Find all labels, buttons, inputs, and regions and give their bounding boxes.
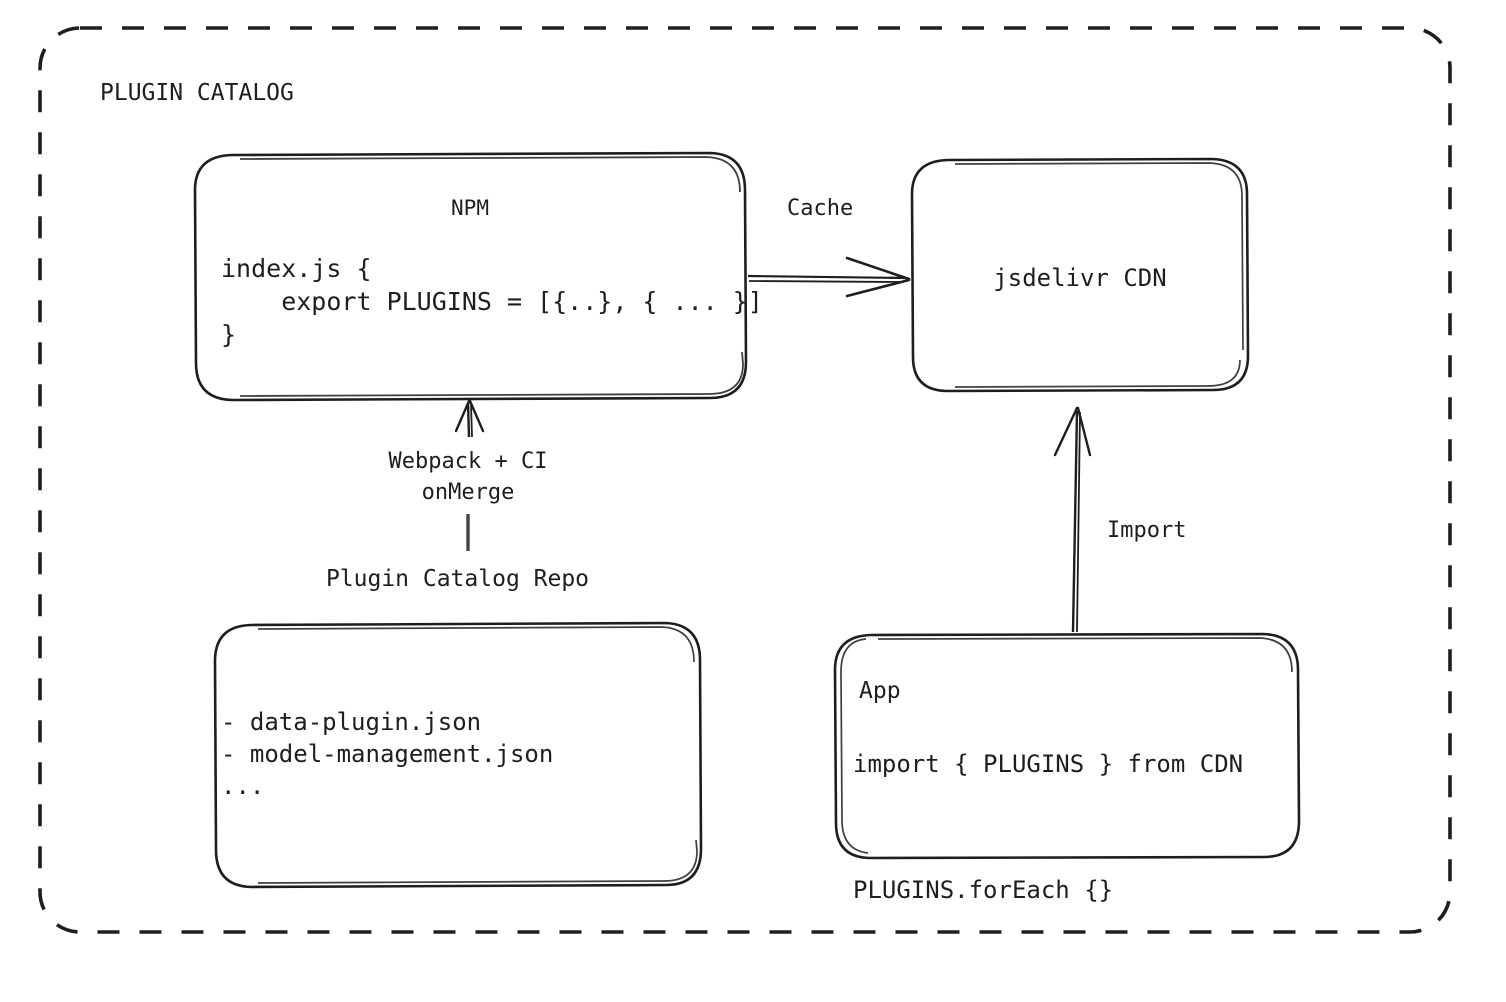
npm-box — [193, 151, 748, 402]
npm-box-code: index.js { export PLUGINS = [{..}, { ...… — [221, 254, 763, 349]
cdn-box-title: jsdelivr CDN — [993, 264, 1167, 292]
repo-box-files: - data-plugin.json - model-management.js… — [221, 708, 554, 800]
page-title: PLUGIN CATALOG — [100, 80, 294, 106]
app-box-code: import { PLUGINS } from CDN PLUGINS.forE… — [853, 750, 1244, 904]
npm-box-title: NPM — [451, 196, 489, 220]
cache-arrow — [747, 256, 911, 298]
repo-box — [213, 621, 703, 889]
build-arrow — [454, 399, 485, 551]
plugin-catalog-container — [38, 26, 1452, 934]
cdn-box — [910, 157, 1250, 393]
import-edge-label: Import — [1107, 518, 1187, 543]
app-box-title: App — [859, 678, 901, 704]
cache-edge-label: Cache — [787, 196, 854, 221]
repo-box-label: Plugin Catalog Repo — [325, 566, 590, 592]
build-edge-label: Webpack + CI onMerge — [388, 449, 548, 505]
app-box — [833, 632, 1301, 860]
import-arrow — [1053, 406, 1092, 633]
